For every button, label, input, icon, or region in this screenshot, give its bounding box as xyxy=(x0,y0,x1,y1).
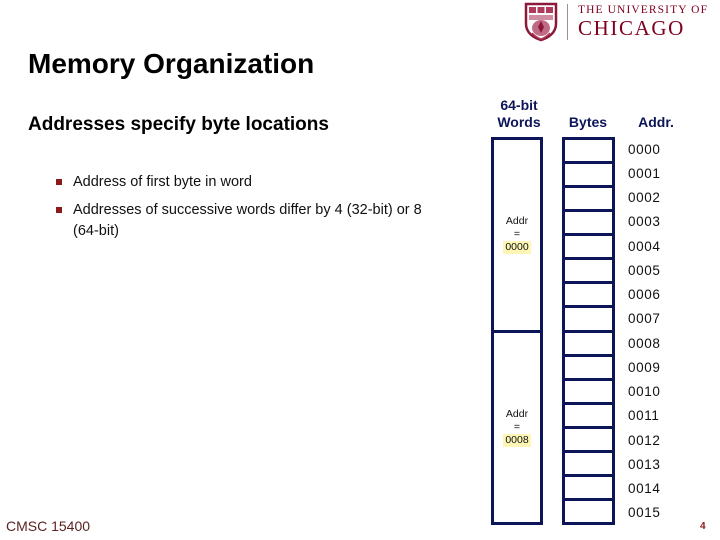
brand-wordmark: THE UNIVERSITY OF CHICAGO xyxy=(578,4,708,40)
byte-cell xyxy=(565,161,612,185)
address-label: 0014 xyxy=(628,481,661,497)
address-label: 0015 xyxy=(628,505,661,521)
list-item: Addresses of successive words differ by … xyxy=(56,200,446,242)
brand-line-university: THE UNIVERSITY OF xyxy=(578,4,709,16)
word-cell-equals: = xyxy=(513,420,521,433)
byte-cell xyxy=(565,140,612,161)
university-branding: THE UNIVERSITY OF CHICAGO xyxy=(524,0,720,44)
brand-divider xyxy=(567,4,568,40)
bytes-column xyxy=(562,137,615,525)
word-cell-label: Addr xyxy=(505,215,529,228)
address-label: 0009 xyxy=(628,359,661,375)
byte-cell xyxy=(565,329,612,354)
byte-cell xyxy=(565,473,612,498)
memory-organization-diagram: 64-bit Words Bytes Addr. Addr = 0000 Add… xyxy=(470,90,720,530)
page-title: Memory Organization xyxy=(28,48,315,79)
column-header-words-line1: 64-bit xyxy=(500,97,538,113)
word-cell-address-value: 0008 xyxy=(503,433,531,447)
byte-cell xyxy=(565,233,612,257)
word-cell-label: Addr xyxy=(505,407,529,420)
address-label: 0006 xyxy=(628,287,661,303)
byte-cell xyxy=(565,377,612,402)
address-label: 0001 xyxy=(628,165,661,181)
byte-cell xyxy=(565,281,612,305)
column-header-addr: Addr. xyxy=(638,114,674,130)
word-cell-address-value: 0000 xyxy=(503,241,531,255)
byte-cell xyxy=(565,257,612,281)
column-header-bytes: Bytes xyxy=(568,114,608,130)
uchicago-crest-icon xyxy=(524,2,558,42)
byte-cell xyxy=(565,353,612,378)
address-label: 0005 xyxy=(628,262,661,278)
lead-statement: Addresses specify byte locations xyxy=(28,114,329,135)
address-label: 0010 xyxy=(628,384,661,400)
words-column: Addr = 0000 Addr = 0008 xyxy=(491,137,543,525)
address-label: 0000 xyxy=(628,141,661,157)
footer-course-label: CMSC 15400 xyxy=(6,518,91,534)
address-column: 0000 0001 0002 0003 0004 0005 0006 0007 0008 0009… xyxy=(628,137,690,525)
bullet-square-icon xyxy=(56,207,62,213)
word-cell: Addr = 0008 xyxy=(494,329,540,523)
word-cell: Addr = 0000 xyxy=(494,140,540,330)
address-label: 0003 xyxy=(628,214,661,230)
brand-line-chicago: CHICAGO xyxy=(578,16,685,40)
list-item: Address of first byte in word xyxy=(56,172,446,193)
address-label: 0012 xyxy=(628,432,661,448)
byte-cell xyxy=(565,425,612,450)
address-label: 0013 xyxy=(628,456,661,472)
column-header-words: 64-bit Words xyxy=(484,97,554,131)
address-label: 0008 xyxy=(628,335,661,351)
list-item-label: Address of first byte in word xyxy=(73,174,252,190)
byte-cell xyxy=(565,185,612,209)
column-header-words-line2: Words xyxy=(497,114,541,130)
byte-cell xyxy=(565,449,612,474)
word-cell-equals: = xyxy=(513,228,521,241)
address-label: 0004 xyxy=(628,238,661,254)
bullet-square-icon xyxy=(56,179,62,185)
address-label: 0007 xyxy=(628,311,661,327)
address-label: 0011 xyxy=(628,408,660,424)
footer-page-number: 4 xyxy=(700,521,706,532)
byte-cell xyxy=(565,305,612,329)
byte-cell xyxy=(565,401,612,426)
byte-cell xyxy=(565,497,612,522)
address-label: 0002 xyxy=(628,190,661,206)
list-item-label: Addresses of successive words differ by … xyxy=(73,202,422,239)
byte-cell xyxy=(565,209,612,233)
bullet-list: Address of first byte in word Addresses … xyxy=(56,172,446,249)
